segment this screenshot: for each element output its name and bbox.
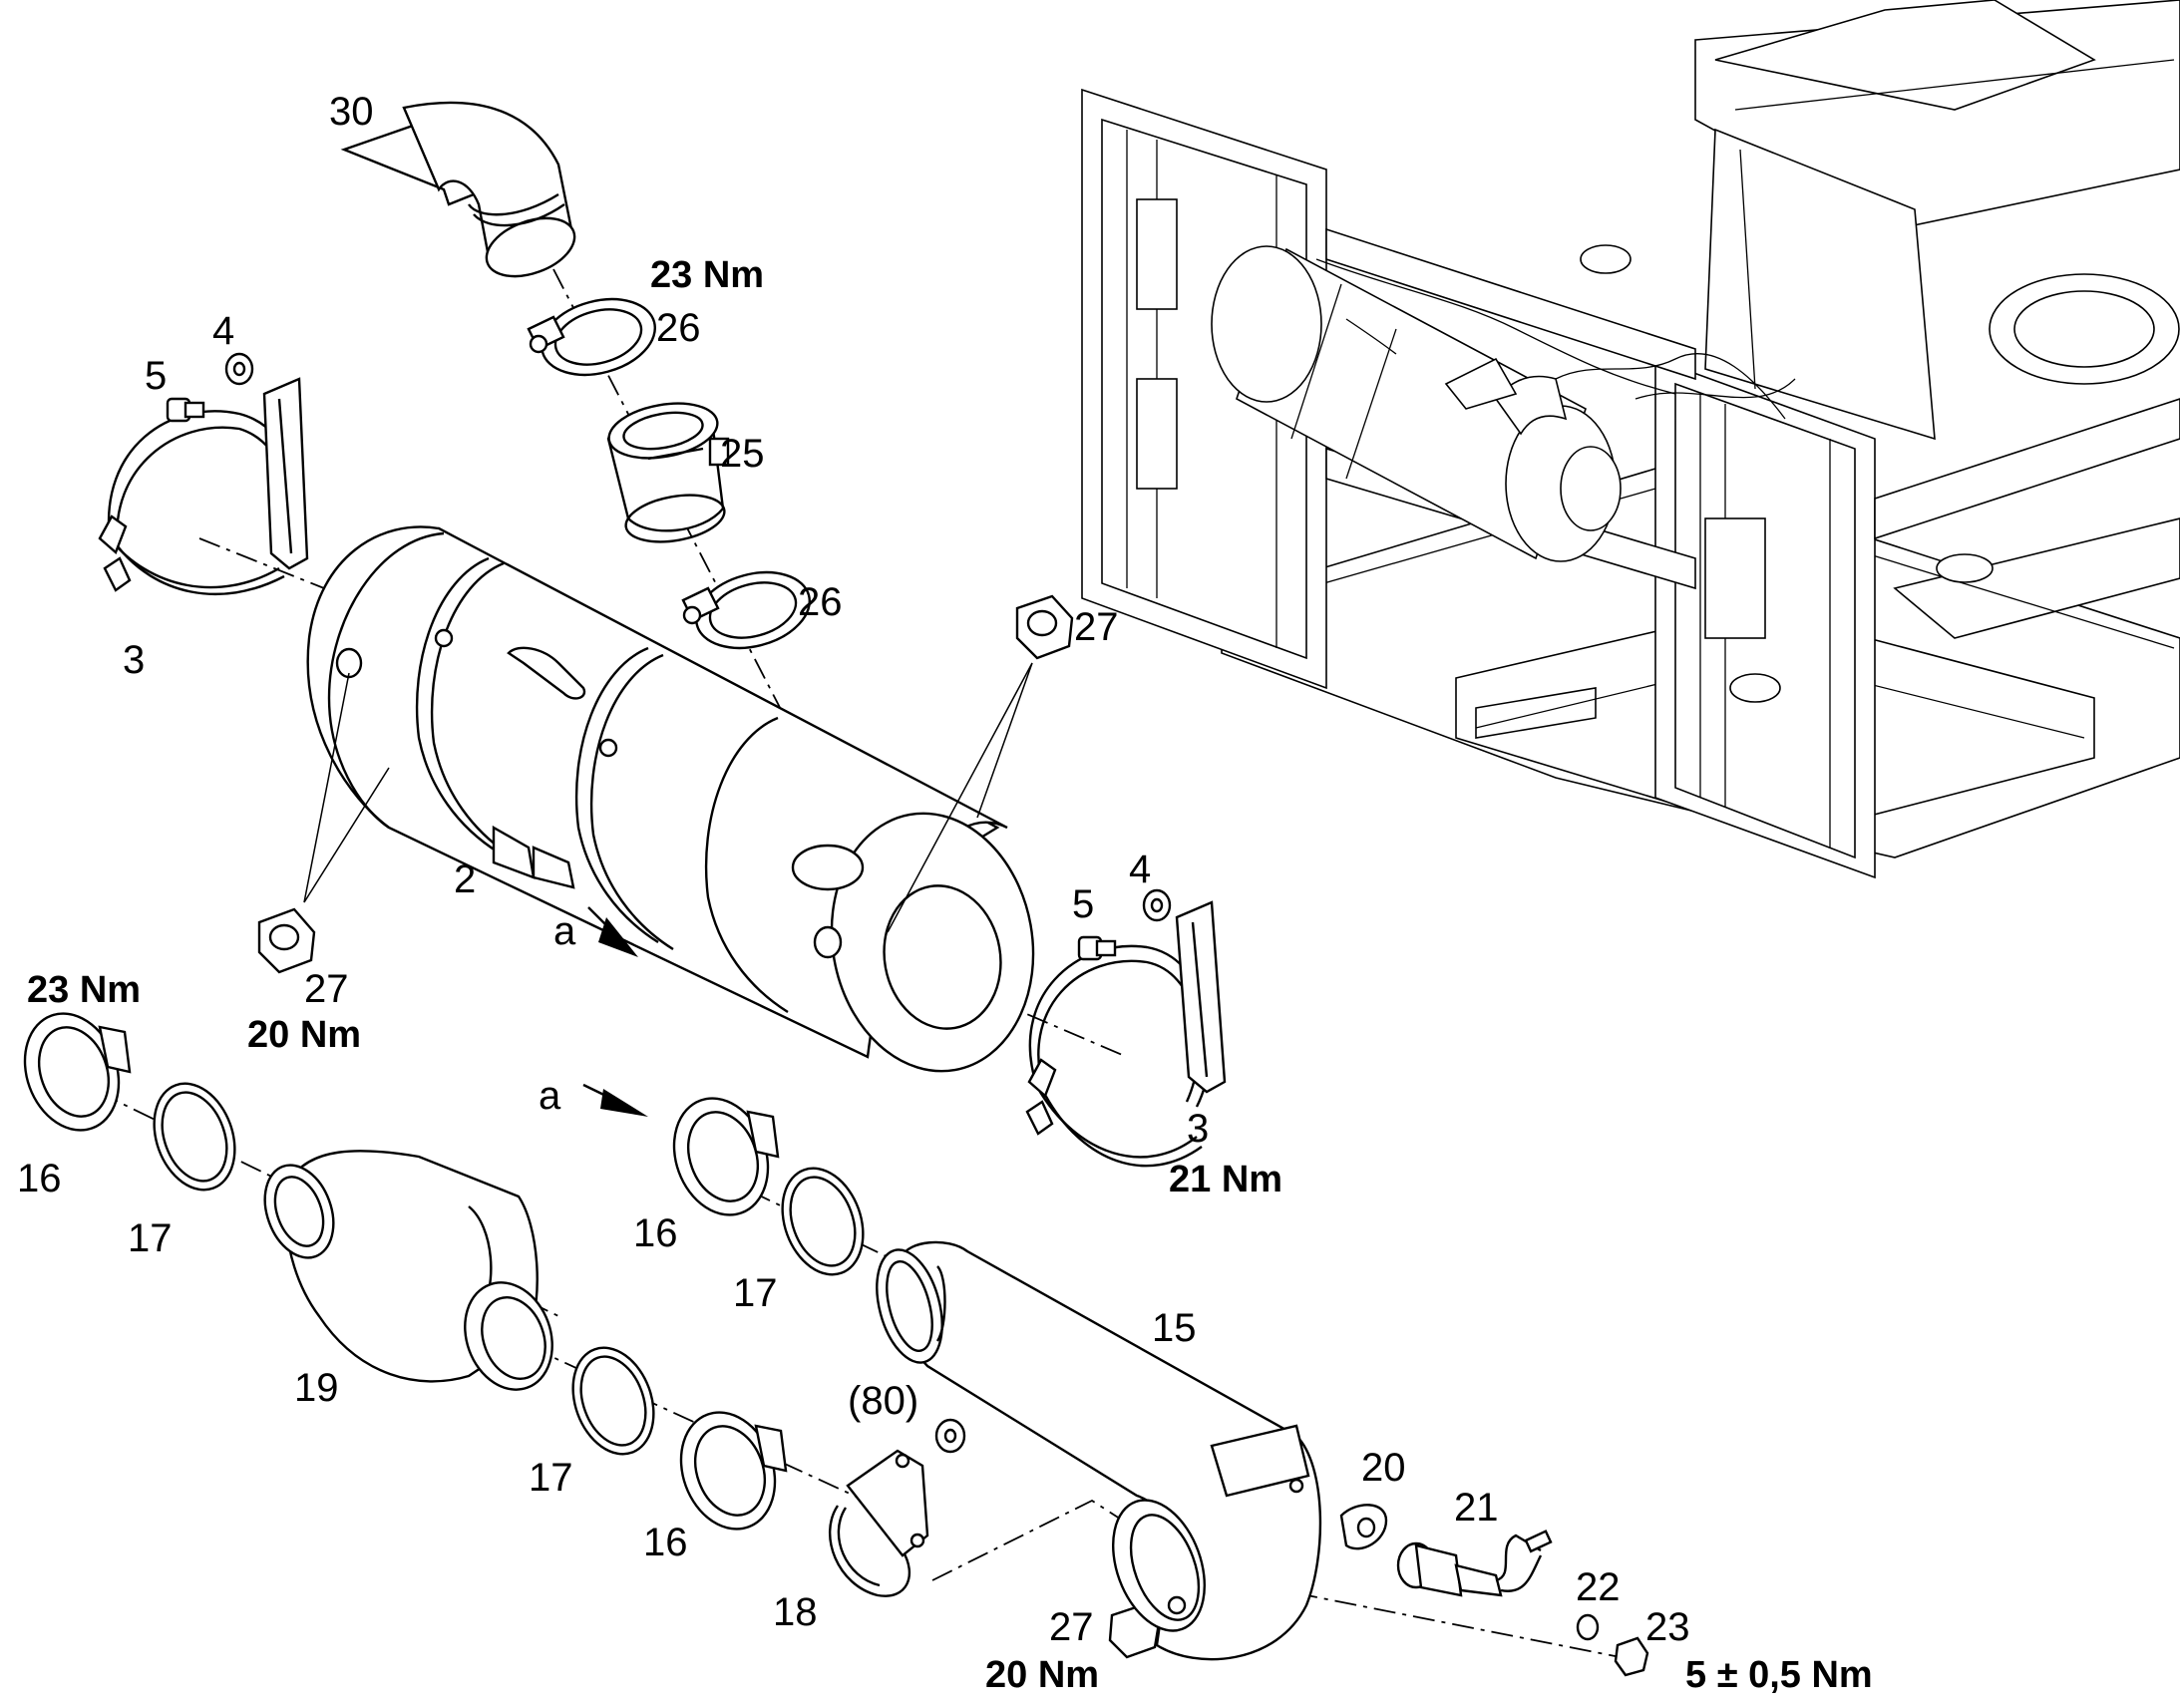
callout-3-right: 3: [1187, 1107, 1209, 1151]
washer-part-22: [1576, 1613, 1600, 1641]
exhaust-elbow-part-30: [340, 101, 576, 278]
exhaust-pipe-part-15: [876, 1240, 1322, 1661]
callout-26-lower: 26: [798, 580, 843, 624]
sensor-nut-part-27-left: [257, 907, 316, 974]
callout-27-bottom: 27: [1049, 1605, 1094, 1649]
callout-26-upper: 26: [656, 306, 701, 350]
callout-21: 21: [1454, 1486, 1499, 1530]
callout-27-upper: 27: [1074, 605, 1119, 649]
machine-frame-context-view: [1081, 0, 2180, 879]
callout-5-upper: 5: [145, 354, 167, 398]
callout-18: 18: [773, 1590, 818, 1634]
pipe-coupling-part-25: [606, 402, 730, 543]
callout-25: 25: [720, 432, 765, 476]
sealing-ring-part-17-right: [781, 1167, 865, 1276]
callout-2: 2: [454, 857, 476, 901]
muffler-body-part-2: [306, 525, 1035, 1073]
callout-labels: 30 26 25 26 27 4 5 3 2 27 4 5 3 16 17 19…: [17, 90, 1690, 1649]
callout-3-left: 3: [123, 638, 145, 682]
callout-19: 19: [294, 1366, 339, 1410]
callout-17-middle: 17: [529, 1456, 573, 1500]
washer-part-4-upper: [224, 352, 254, 386]
washer-part-4-lower: [1142, 888, 1172, 922]
v-band-clamp-part-26-lower: [681, 570, 811, 650]
view-label-a-upper: a: [553, 909, 576, 953]
callout-23: 23: [1645, 1605, 1690, 1649]
torque-nut-left: 20 Nm: [247, 1014, 361, 1056]
torque-clamp-left: 23 Nm: [27, 969, 141, 1011]
callout-80: (80): [848, 1379, 918, 1423]
torque-labels: 23 Nm 23 Nm 20 Nm 21 Nm 20 Nm 5 ± 0,5 Nm: [27, 254, 1873, 1696]
v-band-clamp-part-16-left: [23, 1012, 132, 1132]
v-band-clamp-part-16-middle: [679, 1411, 788, 1531]
bolt-part-5-upper: [166, 397, 205, 423]
callout-30: 30: [329, 90, 374, 134]
callout-16-left: 16: [17, 1157, 62, 1200]
callout-27-left: 27: [304, 967, 349, 1011]
sensor-nut-part-27-upper: [1015, 594, 1074, 660]
callout-5-lower: 5: [1072, 882, 1094, 926]
callout-20: 20: [1361, 1446, 1406, 1490]
temperature-sensor-part-21: [1396, 1530, 1553, 1597]
nut-part-23: [1614, 1636, 1649, 1677]
torque-clamp-top: 23 Nm: [650, 254, 764, 296]
callout-16-right: 16: [633, 1211, 678, 1255]
sealing-ring-part-17-middle: [571, 1346, 655, 1456]
torque-sensor: 5 ± 0,5 Nm: [1685, 1654, 1873, 1696]
v-band-clamp-part-16-right: [672, 1097, 780, 1216]
torque-nut-bottom: 20 Nm: [985, 1654, 1099, 1696]
callout-4-upper: 4: [212, 309, 234, 353]
callout-22: 22: [1576, 1565, 1621, 1609]
torque-bracket-right: 21 Nm: [1169, 1159, 1282, 1200]
v-band-clamp-part-26-upper: [527, 297, 656, 377]
mounting-strap-part-3-right: [1025, 900, 1227, 1168]
leader-lines: [303, 662, 1033, 933]
gasket-part-20: [1339, 1504, 1388, 1550]
callout-15: 15: [1152, 1306, 1197, 1350]
callout-16-middle: 16: [643, 1521, 688, 1564]
bolt-part-5-lower: [1077, 935, 1117, 961]
view-arrow-a-lower: [582, 1083, 648, 1117]
washer-part-80: [934, 1418, 966, 1454]
catalytic-converter-part-19: [263, 1150, 553, 1391]
callout-17-right: 17: [733, 1271, 778, 1315]
sealing-ring-part-17-left: [153, 1082, 236, 1192]
view-arrow-a-upper: [587, 906, 638, 957]
callout-4-lower: 4: [1129, 848, 1151, 891]
support-bracket-part-18: [828, 1449, 929, 1597]
callout-17-left: 17: [128, 1216, 173, 1260]
mounting-strap-part-3-left: [98, 377, 309, 595]
view-label-a-lower: a: [539, 1074, 561, 1118]
